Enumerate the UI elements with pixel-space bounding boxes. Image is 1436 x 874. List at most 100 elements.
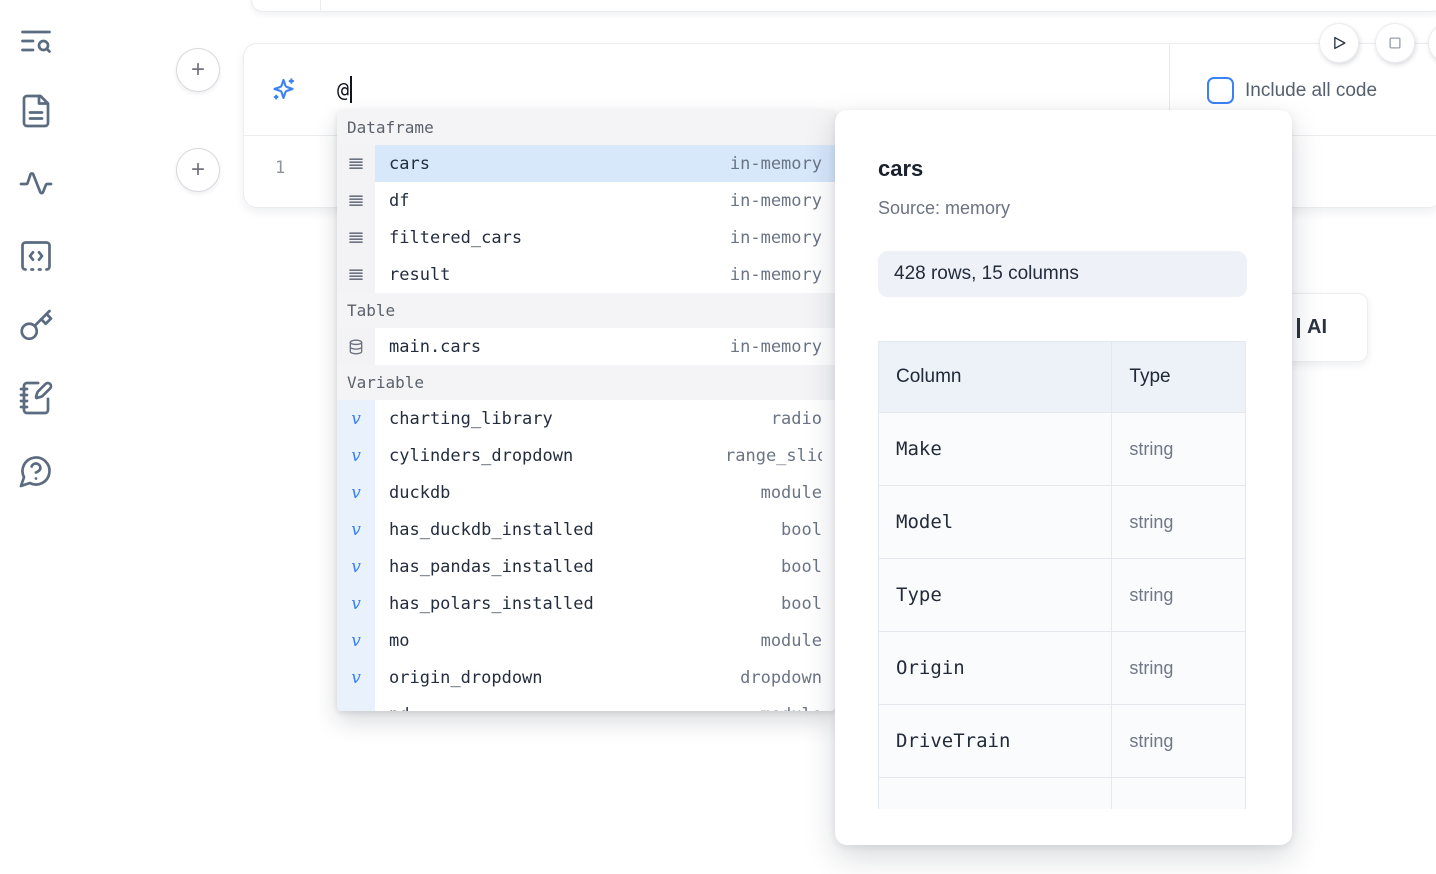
completion-type: in-memory <box>729 153 822 174</box>
variable-icon: v <box>337 400 375 437</box>
completion-type: module <box>760 482 822 503</box>
file-document-icon[interactable] <box>17 92 55 130</box>
code-cell-icon[interactable] <box>17 237 55 275</box>
schema-column-type: string <box>1111 412 1246 486</box>
autocomplete-item-pd[interactable]: v pd module <box>337 696 835 711</box>
completion-type: radio <box>770 408 822 429</box>
schema-column-name: Model <box>878 485 1113 559</box>
variable-icon: v <box>337 696 375 711</box>
autocomplete-item-has_pandas_installed[interactable]: v has_pandas_installed bool <box>337 548 835 585</box>
schema-row-clipped <box>878 777 1246 809</box>
preview-title: cars <box>878 156 924 181</box>
completion-name: filtered_cars <box>389 227 523 248</box>
autocomplete-item-cars[interactable]: cars in-memory <box>337 145 835 182</box>
text-search-icon[interactable] <box>17 22 55 60</box>
variable-icon: v <box>337 622 375 659</box>
ai-label: AI <box>1307 316 1327 338</box>
include-all-code-label: Include all code <box>1245 80 1378 101</box>
schema-column-name <box>878 777 1113 809</box>
completion-type: in-memory <box>729 264 822 285</box>
schema-column-name: DriveTrain <box>878 704 1113 778</box>
schema-column-type: string <box>1111 631 1246 705</box>
stop-button[interactable] <box>1375 23 1415 63</box>
preview-shape-badge: 428 rows, 15 columns <box>878 251 1247 297</box>
schema-column-type: string <box>1111 558 1246 632</box>
run-cell-button[interactable] <box>1319 23 1359 63</box>
completion-name: has_polars_installed <box>389 593 594 614</box>
sparkles-ai-icon <box>270 76 297 103</box>
prompt-divider <box>1169 44 1170 136</box>
stop-icon <box>1389 37 1401 49</box>
completion-name: df <box>389 190 410 211</box>
completion-type: range_slider <box>725 445 822 466</box>
dataframe-rows-icon <box>337 182 375 219</box>
completion-name: result <box>389 264 451 285</box>
autocomplete-item-origin_dropdown[interactable]: v origin_dropdown dropdown <box>337 659 835 696</box>
add-cell-below-button[interactable]: + <box>176 148 220 192</box>
scratchpad-icon[interactable] <box>17 379 55 417</box>
completion-name: mo <box>389 630 410 651</box>
completion-name: cylinders_dropdown <box>389 445 574 466</box>
dataframe-preview-panel: cars Source: memory 428 rows, 15 columns… <box>835 110 1292 845</box>
completion-name: charting_library <box>389 408 553 429</box>
schema-column-type: string <box>1111 485 1246 559</box>
autocomplete-item-charting_library[interactable]: v charting_library radio <box>337 400 835 437</box>
code-editor[interactable]: 1 <box>244 136 1436 178</box>
completion-type: bool <box>781 519 822 540</box>
dataframe-rows-icon <box>337 219 375 256</box>
completion-type: bool <box>781 556 822 577</box>
schema-column-type <box>1111 777 1246 809</box>
text-cursor <box>350 76 353 103</box>
schema-column-name: Origin <box>878 631 1113 705</box>
completion-name: duckdb <box>389 482 451 503</box>
autocomplete-item-cylinders_dropdown[interactable]: v cylinders_dropdown range_slider <box>337 437 835 474</box>
autocomplete-section-header: Dataframe <box>337 110 835 145</box>
completion-name: pd <box>389 705 409 712</box>
database-icon <box>337 328 375 365</box>
schema-column-name: Type <box>878 558 1113 632</box>
autocomplete-section-header: Table <box>337 293 835 328</box>
add-cell-above-button[interactable]: + <box>176 48 220 92</box>
variable-icon: v <box>337 437 375 474</box>
variable-icon: v <box>337 548 375 585</box>
help-chat-icon[interactable] <box>17 452 55 490</box>
prompt-text: @ <box>337 77 350 102</box>
autocomplete-section-header: Variable <box>337 365 835 400</box>
dataframe-rows-icon <box>337 145 375 182</box>
completion-type: in-memory <box>729 336 822 357</box>
schema-header-column: Column <box>878 341 1113 413</box>
completion-type: module <box>760 630 822 651</box>
line-number: 1 <box>275 158 286 178</box>
completion-type: module <box>761 705 822 712</box>
key-icon[interactable] <box>17 307 55 345</box>
include-all-code-checkbox[interactable] <box>1207 77 1234 104</box>
completion-name: has_pandas_installed <box>389 556 594 577</box>
schema-column-type: string <box>1111 704 1246 778</box>
completion-name: cars <box>389 153 430 174</box>
occluded-text-fragment <box>1297 317 1300 338</box>
variable-icon: v <box>337 659 375 696</box>
play-icon <box>1334 36 1346 50</box>
autocomplete-item-result[interactable]: result in-memory <box>337 256 835 293</box>
activity-icon[interactable] <box>17 165 55 203</box>
preview-source: Source: memory <box>878 198 1011 218</box>
autocomplete-item-filtered_cars[interactable]: filtered_cars in-memory <box>337 219 835 256</box>
completion-type: dropdown <box>740 667 822 688</box>
sidebar <box>0 0 72 874</box>
completion-name: origin_dropdown <box>389 667 543 688</box>
variable-icon: v <box>337 511 375 548</box>
completion-type: in-memory <box>729 227 822 248</box>
